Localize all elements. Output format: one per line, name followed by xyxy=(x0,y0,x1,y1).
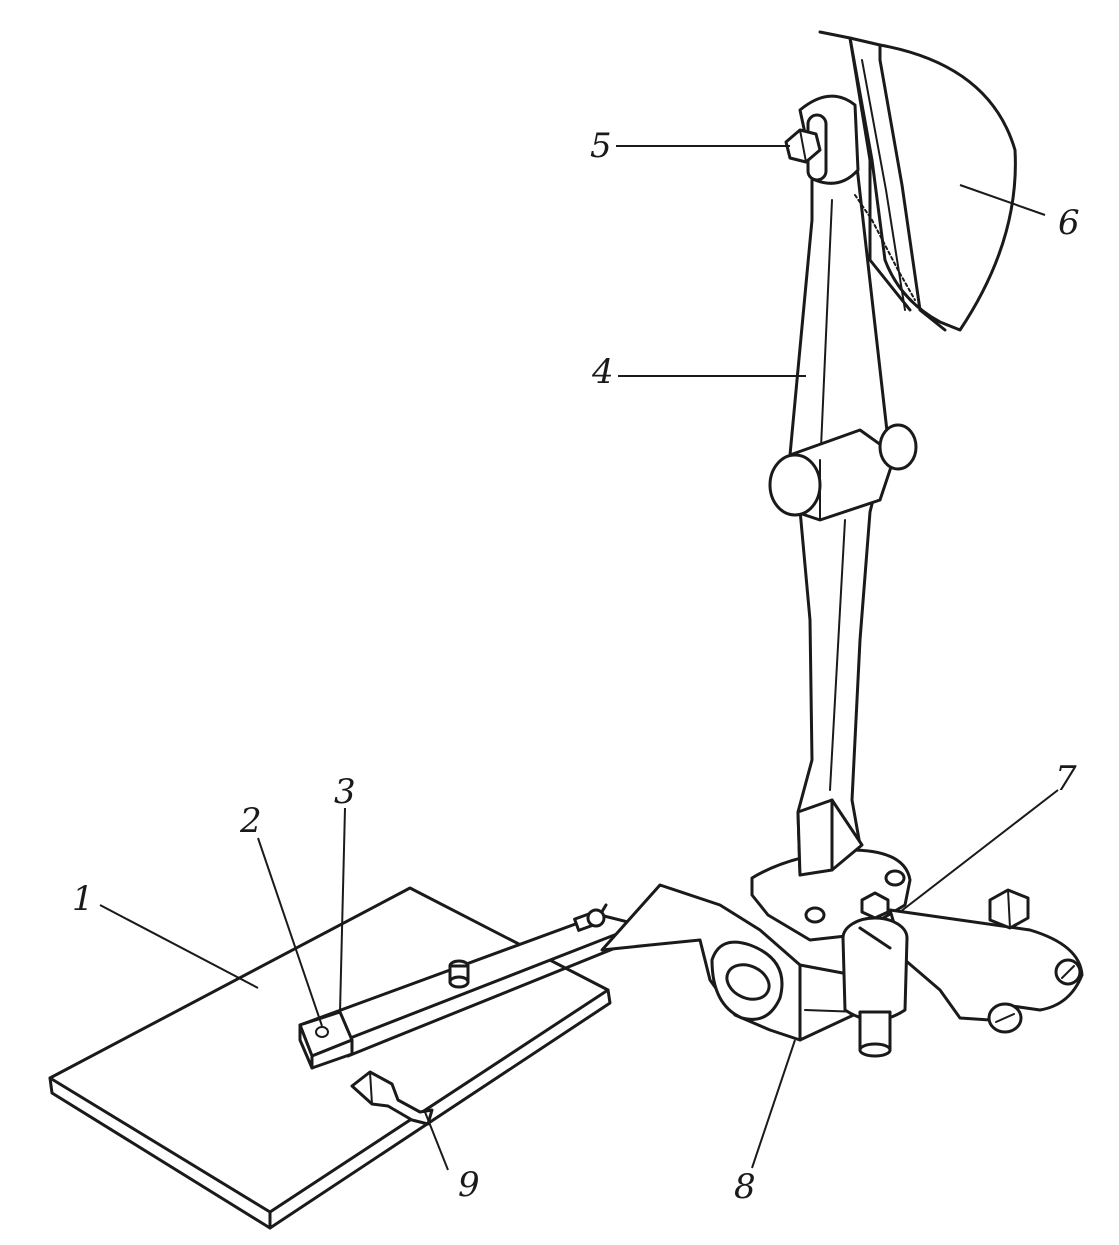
block xyxy=(298,1010,354,1070)
part-labels: 1 2 3 4 5 6 7 8 9 xyxy=(72,126,1080,1207)
fork-link xyxy=(750,848,1084,1034)
leader-lines xyxy=(99,145,1059,1171)
label-4: 4 xyxy=(591,352,614,392)
bracket xyxy=(600,883,882,1042)
pin xyxy=(448,959,470,989)
adjusting-nut xyxy=(784,128,822,164)
label-3: 3 xyxy=(334,772,356,812)
label-6: 6 xyxy=(1058,203,1080,243)
label-7: 7 xyxy=(1055,759,1077,799)
label-8: 8 xyxy=(734,1167,756,1207)
label-5: 5 xyxy=(590,126,612,166)
pivot-boss xyxy=(768,423,918,522)
label-9: 9 xyxy=(458,1165,480,1205)
sector-cam xyxy=(818,30,1017,332)
label-1: 1 xyxy=(72,879,94,919)
top-eye xyxy=(798,94,860,185)
clip xyxy=(350,1070,434,1126)
vertical-screw xyxy=(841,916,909,1058)
label-2: 2 xyxy=(239,801,262,841)
